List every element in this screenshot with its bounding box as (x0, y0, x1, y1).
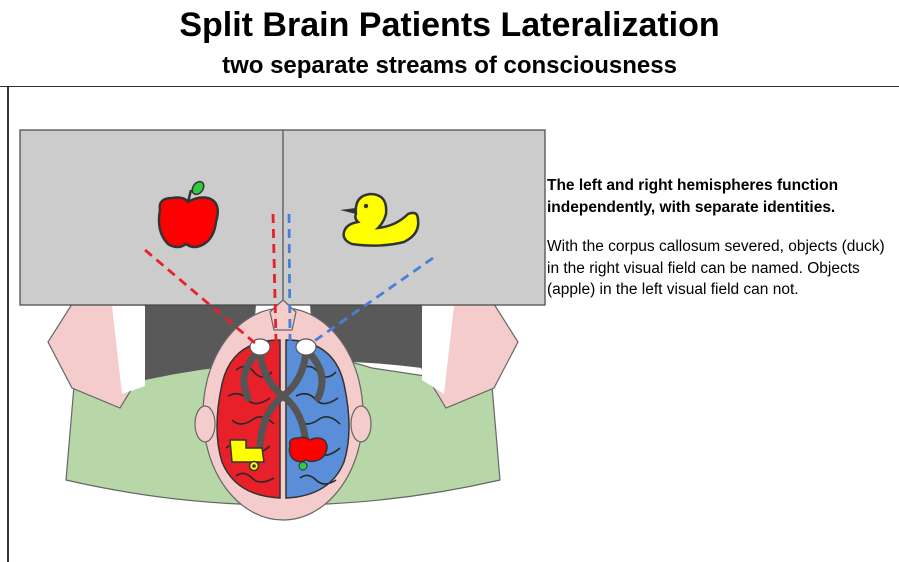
description-body: With the corpus callosum severed, object… (547, 236, 892, 301)
left-ear (195, 406, 215, 442)
right-ear (351, 406, 371, 442)
description-heading: The left and right hemispheres function … (547, 175, 892, 219)
right-gaze-line-inner (289, 214, 290, 341)
right-eye-icon (296, 339, 316, 355)
